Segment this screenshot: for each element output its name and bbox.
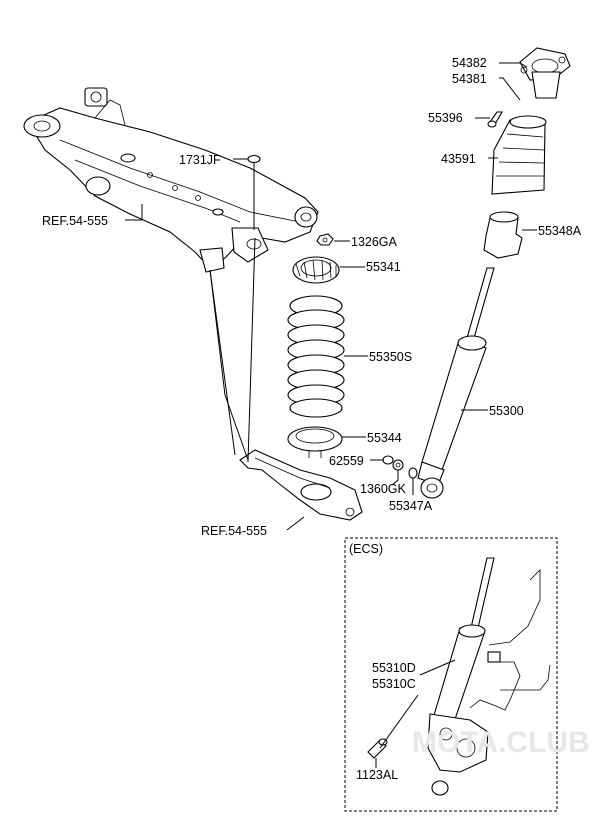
label-55396: 55396 bbox=[428, 111, 463, 125]
dust-cover-43591 bbox=[491, 115, 547, 195]
coil-spring-55350s bbox=[287, 295, 345, 418]
label-54381: 54381 bbox=[452, 72, 487, 86]
label-55348a: 55348A bbox=[538, 224, 582, 238]
shock-absorber-55300 bbox=[417, 267, 495, 499]
label-ref-top: REF.54-555 bbox=[42, 214, 108, 228]
label-54382: 54382 bbox=[452, 56, 487, 70]
lower-spring-pad-55344 bbox=[287, 426, 343, 458]
label-ecs-title: (ECS) bbox=[349, 542, 383, 556]
labels: 54382 54381 55396 43591 55348A 1731JF RE… bbox=[42, 56, 582, 782]
rear-subframe bbox=[23, 87, 319, 273]
label-1731jf: 1731JF bbox=[179, 153, 221, 167]
lower-control-arm bbox=[239, 449, 363, 521]
label-62559: 62559 bbox=[329, 454, 364, 468]
ecs-shock-absorber bbox=[427, 557, 551, 796]
ref-line-left bbox=[209, 269, 249, 461]
upper-mount-54381-54382 bbox=[519, 47, 571, 99]
nut-62559 bbox=[382, 455, 394, 465]
label-1123al: 1123AL bbox=[356, 768, 398, 782]
washer-55347a bbox=[408, 467, 418, 479]
ecs-box bbox=[344, 537, 558, 812]
label-55350s: 55350S bbox=[369, 350, 412, 364]
label-43591: 43591 bbox=[441, 152, 476, 166]
label-55310d: 55310D bbox=[372, 661, 416, 675]
bolt-55396 bbox=[487, 111, 503, 128]
ref-line-right bbox=[247, 237, 256, 463]
bump-stop-55348a bbox=[483, 211, 523, 259]
grommet-1731jf bbox=[247, 154, 261, 164]
nut-1326ga bbox=[316, 233, 334, 246]
label-55310c: 55310C bbox=[372, 677, 416, 691]
ref-line-left-2 bbox=[209, 269, 236, 456]
label-55347a: 55347A bbox=[389, 499, 433, 513]
label-55344: 55344 bbox=[367, 431, 402, 445]
label-1326ga: 1326GA bbox=[351, 235, 398, 249]
watermark: MOTA.CLUB bbox=[412, 726, 590, 759]
label-1360gk: 1360GK bbox=[360, 482, 407, 496]
leader-lines bbox=[125, 62, 537, 768]
label-55300: 55300 bbox=[489, 404, 524, 418]
upper-spring-pad-55341 bbox=[292, 256, 340, 284]
label-55341: 55341 bbox=[366, 260, 401, 274]
nut-1360gk bbox=[392, 459, 404, 471]
label-ref-bottom: REF.54-555 bbox=[201, 524, 267, 538]
